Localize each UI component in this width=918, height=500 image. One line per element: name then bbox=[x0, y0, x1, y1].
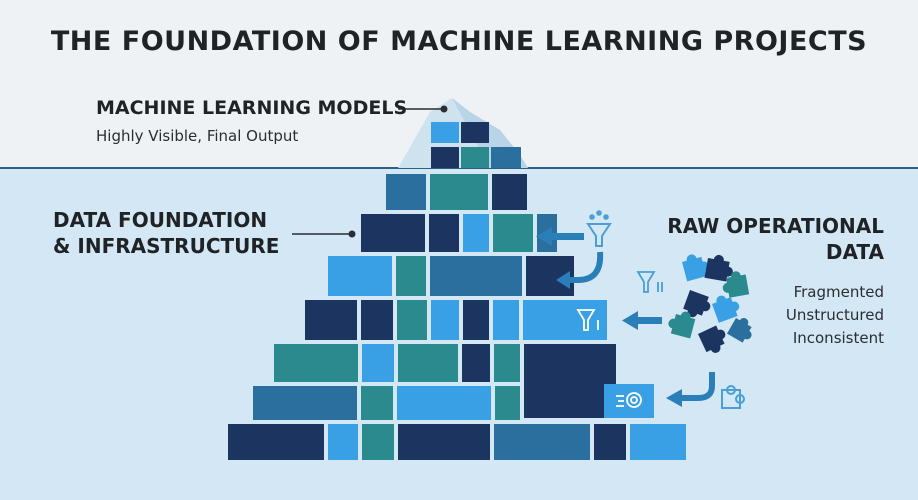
arrow-icon bbox=[536, 227, 584, 246]
block bbox=[524, 344, 616, 418]
models-subtitle: Highly Visible, Final Output bbox=[96, 127, 299, 145]
block bbox=[430, 256, 522, 296]
block bbox=[253, 386, 357, 420]
curved-arrow-icon bbox=[568, 251, 604, 283]
block bbox=[463, 300, 489, 340]
block bbox=[630, 424, 686, 460]
block bbox=[274, 344, 358, 382]
block bbox=[494, 344, 520, 382]
curved-arrow-icon bbox=[680, 372, 715, 401]
raw-trait-inconsistent: Inconsistent bbox=[792, 329, 884, 347]
block bbox=[398, 424, 490, 460]
block bbox=[491, 147, 521, 168]
block bbox=[494, 424, 590, 460]
raw-trait-unstructured: Unstructured bbox=[785, 306, 884, 324]
page-title: THE FOUNDATION OF MACHINE LEARNING PROJE… bbox=[50, 26, 868, 57]
block bbox=[431, 147, 459, 168]
block bbox=[361, 300, 393, 340]
puzzle-piece-icon bbox=[704, 254, 733, 282]
block bbox=[463, 214, 489, 252]
puzzle-piece-icon bbox=[698, 325, 726, 353]
foundation-label-line1: DATA FOUNDATION bbox=[53, 208, 268, 232]
puzzle-piece-icon bbox=[668, 311, 696, 339]
models-title: MACHINE LEARNING MODELS bbox=[96, 97, 408, 119]
arrow-head-icon bbox=[556, 271, 570, 289]
gear-icon bbox=[616, 392, 642, 408]
raw-trait-fragmented: Fragmented bbox=[793, 283, 884, 301]
model-blocks bbox=[431, 122, 521, 168]
block bbox=[397, 386, 491, 420]
puzzle-pieces bbox=[668, 254, 752, 409]
block bbox=[431, 122, 459, 143]
block bbox=[386, 174, 426, 210]
block bbox=[305, 300, 357, 340]
block bbox=[398, 344, 458, 382]
puzzle-piece-icon bbox=[722, 271, 750, 298]
block bbox=[396, 256, 426, 296]
raw-data-label-line1: RAW OPERATIONAL bbox=[667, 214, 884, 238]
arrow-head-icon bbox=[666, 389, 682, 407]
block bbox=[228, 424, 324, 460]
block bbox=[362, 424, 394, 460]
block bbox=[461, 147, 489, 168]
block bbox=[328, 424, 358, 460]
block bbox=[495, 386, 520, 420]
block bbox=[594, 424, 626, 460]
block bbox=[523, 300, 607, 340]
foundation-label-line2: & INFRASTRUCTURE bbox=[53, 234, 280, 258]
puzzle-piece-icon bbox=[712, 295, 740, 323]
puzzle-piece-outline-icon bbox=[721, 385, 745, 409]
block bbox=[430, 174, 488, 210]
block bbox=[361, 386, 393, 420]
funnel-icon bbox=[636, 271, 663, 293]
block bbox=[361, 214, 425, 252]
block bbox=[431, 300, 459, 340]
block bbox=[429, 214, 459, 252]
block bbox=[397, 300, 427, 340]
block bbox=[493, 300, 519, 340]
models-leader-dot bbox=[440, 105, 448, 113]
block bbox=[493, 214, 533, 252]
block bbox=[362, 344, 394, 382]
block bbox=[492, 174, 527, 210]
block bbox=[604, 384, 654, 418]
block bbox=[462, 344, 490, 382]
funnel-icon bbox=[586, 210, 612, 247]
puzzle-piece-icon bbox=[682, 254, 709, 282]
funnel-icon bbox=[576, 309, 599, 331]
puzzle-piece-icon bbox=[727, 318, 752, 343]
block bbox=[461, 122, 489, 143]
raw-data-label-line2: DATA bbox=[825, 240, 884, 264]
block bbox=[328, 256, 392, 296]
arrow-icon bbox=[622, 311, 662, 330]
foundation-leader-dot bbox=[348, 230, 356, 238]
